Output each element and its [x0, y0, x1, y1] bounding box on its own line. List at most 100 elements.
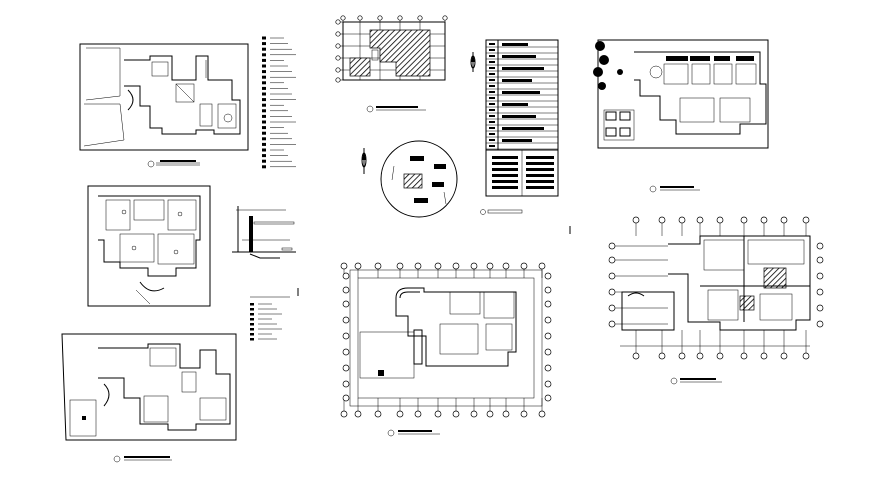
site-layout-bottom-left	[61, 333, 237, 463]
grid-bubble	[696, 352, 704, 360]
grid-bubble	[414, 410, 422, 418]
table-cell-text	[526, 186, 554, 189]
grid-bubble	[357, 15, 363, 21]
grid-bubble	[816, 320, 824, 328]
table-cell-text	[489, 85, 495, 87]
table-cell-text	[492, 162, 518, 165]
legend-symbol	[262, 75, 266, 79]
legend-symbol	[262, 148, 266, 152]
grid-bubble	[816, 304, 824, 312]
grid-bubble	[342, 394, 350, 402]
table-cell-text	[526, 180, 554, 183]
table-cell-text	[489, 97, 495, 99]
legend-symbol	[262, 86, 266, 90]
legend-symbol	[262, 70, 266, 74]
view-title-upper-floor	[649, 185, 700, 193]
grid-bubble	[740, 216, 748, 224]
legend-symbol	[262, 81, 266, 85]
grid-bubble	[397, 15, 403, 21]
grid-bubble	[802, 216, 810, 224]
grid-bubble	[342, 348, 350, 356]
grid-bubble	[544, 332, 552, 340]
grid-bubble	[608, 288, 616, 296]
first-floor-plan-right	[608, 216, 824, 385]
table-cell-text	[489, 55, 495, 57]
grid-bubble	[538, 262, 546, 270]
grid-bubble	[544, 394, 552, 402]
table-cell-text	[489, 133, 495, 135]
table-cell-text	[502, 127, 544, 130]
grid-bubble	[377, 15, 383, 21]
grid-bubble	[760, 352, 768, 360]
table-cell-text	[489, 67, 495, 69]
table-cell-text	[489, 79, 495, 81]
grid-bubble	[335, 77, 341, 83]
grid-bubble	[608, 256, 616, 264]
grid-bubble	[544, 286, 552, 294]
view-title-site-plan	[366, 105, 426, 113]
table-cell-text	[526, 162, 554, 165]
legend-symbol	[262, 154, 266, 158]
legend-symbol	[262, 98, 266, 102]
table-cell-text	[489, 145, 495, 147]
legend-symbol	[262, 103, 266, 107]
grid-bubble	[544, 364, 552, 372]
grid-bubble	[780, 216, 788, 224]
table-cell-text	[489, 127, 495, 129]
grid-bubble	[374, 262, 382, 270]
grid-bubble	[544, 316, 552, 324]
legend-symbol	[262, 159, 266, 163]
legend-symbol	[262, 36, 266, 40]
legend-symbol	[262, 53, 266, 57]
trees	[593, 41, 623, 90]
grid-bubble	[632, 216, 640, 224]
table-cell-text	[489, 115, 495, 117]
grid-bubble	[335, 31, 341, 37]
grid-bubble	[417, 15, 423, 21]
grid-bubble	[816, 272, 824, 280]
grid-bubble	[696, 216, 704, 224]
grid-bubble	[802, 352, 810, 360]
grid-bubble	[608, 242, 616, 250]
legend-symbol	[262, 92, 266, 96]
grid-bubble	[354, 262, 362, 270]
upper-floor-plan	[593, 39, 769, 193]
grid-bubble	[342, 286, 350, 294]
legend-symbol	[250, 313, 254, 316]
key-plan-circle	[380, 140, 523, 218]
table-cell-text	[489, 139, 495, 141]
schedule-table	[485, 39, 559, 197]
legend-symbol	[262, 131, 266, 135]
grid-bubble	[354, 410, 362, 418]
table-cell-text	[492, 156, 518, 159]
legend-symbol	[250, 323, 254, 326]
grid-bubble	[414, 262, 422, 270]
table-cell-text	[526, 168, 554, 171]
table-cell-text	[492, 174, 518, 177]
wall-section-detail	[232, 206, 296, 259]
grid-bubble	[342, 332, 350, 340]
table-cell-text	[502, 139, 532, 142]
table-cell-text	[502, 103, 528, 106]
grid-bubble	[486, 262, 494, 270]
grid-bubble	[716, 352, 724, 360]
table-cell-text	[489, 121, 495, 123]
grid-bubble	[340, 410, 348, 418]
grid-bubble	[335, 43, 341, 49]
table-cell-text	[492, 180, 518, 183]
grid-bubble	[544, 348, 552, 356]
table-cell-text	[502, 67, 544, 70]
grid-bubble	[470, 410, 478, 418]
grid-bubble	[452, 262, 460, 270]
table-cell-text	[526, 156, 554, 159]
electrical-symbols-legend	[262, 36, 296, 169]
grid-bubble	[342, 300, 350, 308]
legend-symbol	[262, 42, 266, 46]
grid-bubble	[608, 320, 616, 328]
grid-bubble	[486, 410, 494, 418]
grid-bubble	[335, 67, 341, 73]
grid-bubble	[678, 216, 686, 224]
table-cell-text	[502, 55, 536, 58]
grid-bubble	[816, 256, 824, 264]
legend-symbol	[262, 58, 266, 62]
